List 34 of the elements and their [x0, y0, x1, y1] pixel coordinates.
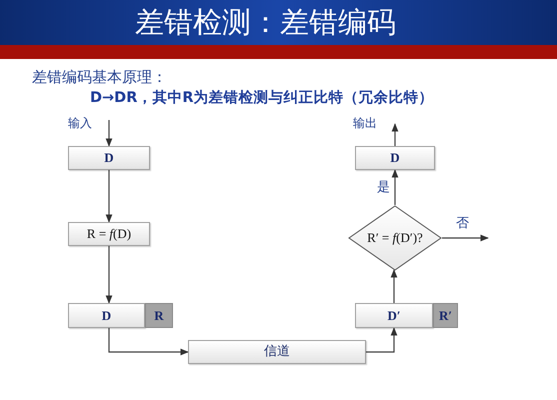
arrow: [366, 327, 398, 353]
node-text: D: [104, 149, 114, 168]
edge-label: 是: [377, 180, 390, 196]
heading-text: 差错编码基本原理：: [32, 67, 167, 88]
process-box: [188, 340, 366, 364]
arrow: [106, 246, 112, 304]
slide-title: 差错检测：差错编码: [135, 4, 396, 40]
redundancy-box: [433, 303, 458, 328]
node-text: D: [390, 149, 400, 168]
node-text: R′ = f(D′)?: [367, 229, 423, 248]
output-label: 输出: [353, 115, 377, 132]
arrow: [106, 170, 112, 223]
redundancy-box: [145, 303, 173, 328]
arrow: [106, 120, 112, 147]
arrow: [392, 169, 398, 205]
process-box: [355, 146, 435, 170]
node-text: 信道: [264, 343, 290, 362]
process-box: [68, 303, 145, 328]
process-box: [68, 222, 150, 246]
node-text: D: [102, 306, 112, 325]
process-box: [355, 303, 433, 328]
arrow: [108, 328, 189, 356]
node-text: R: [154, 306, 164, 325]
principle-text: D→DR，其中R为差错检测与纠正比特（冗余比特）: [90, 89, 434, 107]
node-text: R = f(D): [86, 225, 132, 244]
arrow: [392, 123, 398, 146]
arrow: [442, 234, 489, 242]
edge-label: 否: [456, 216, 469, 232]
arrow: [390, 269, 398, 303]
process-box: [68, 146, 150, 170]
node-text: R′: [438, 306, 452, 325]
node-text: D′: [387, 306, 401, 325]
decision-diamond: [348, 205, 442, 271]
input-label: 输入: [68, 115, 92, 132]
